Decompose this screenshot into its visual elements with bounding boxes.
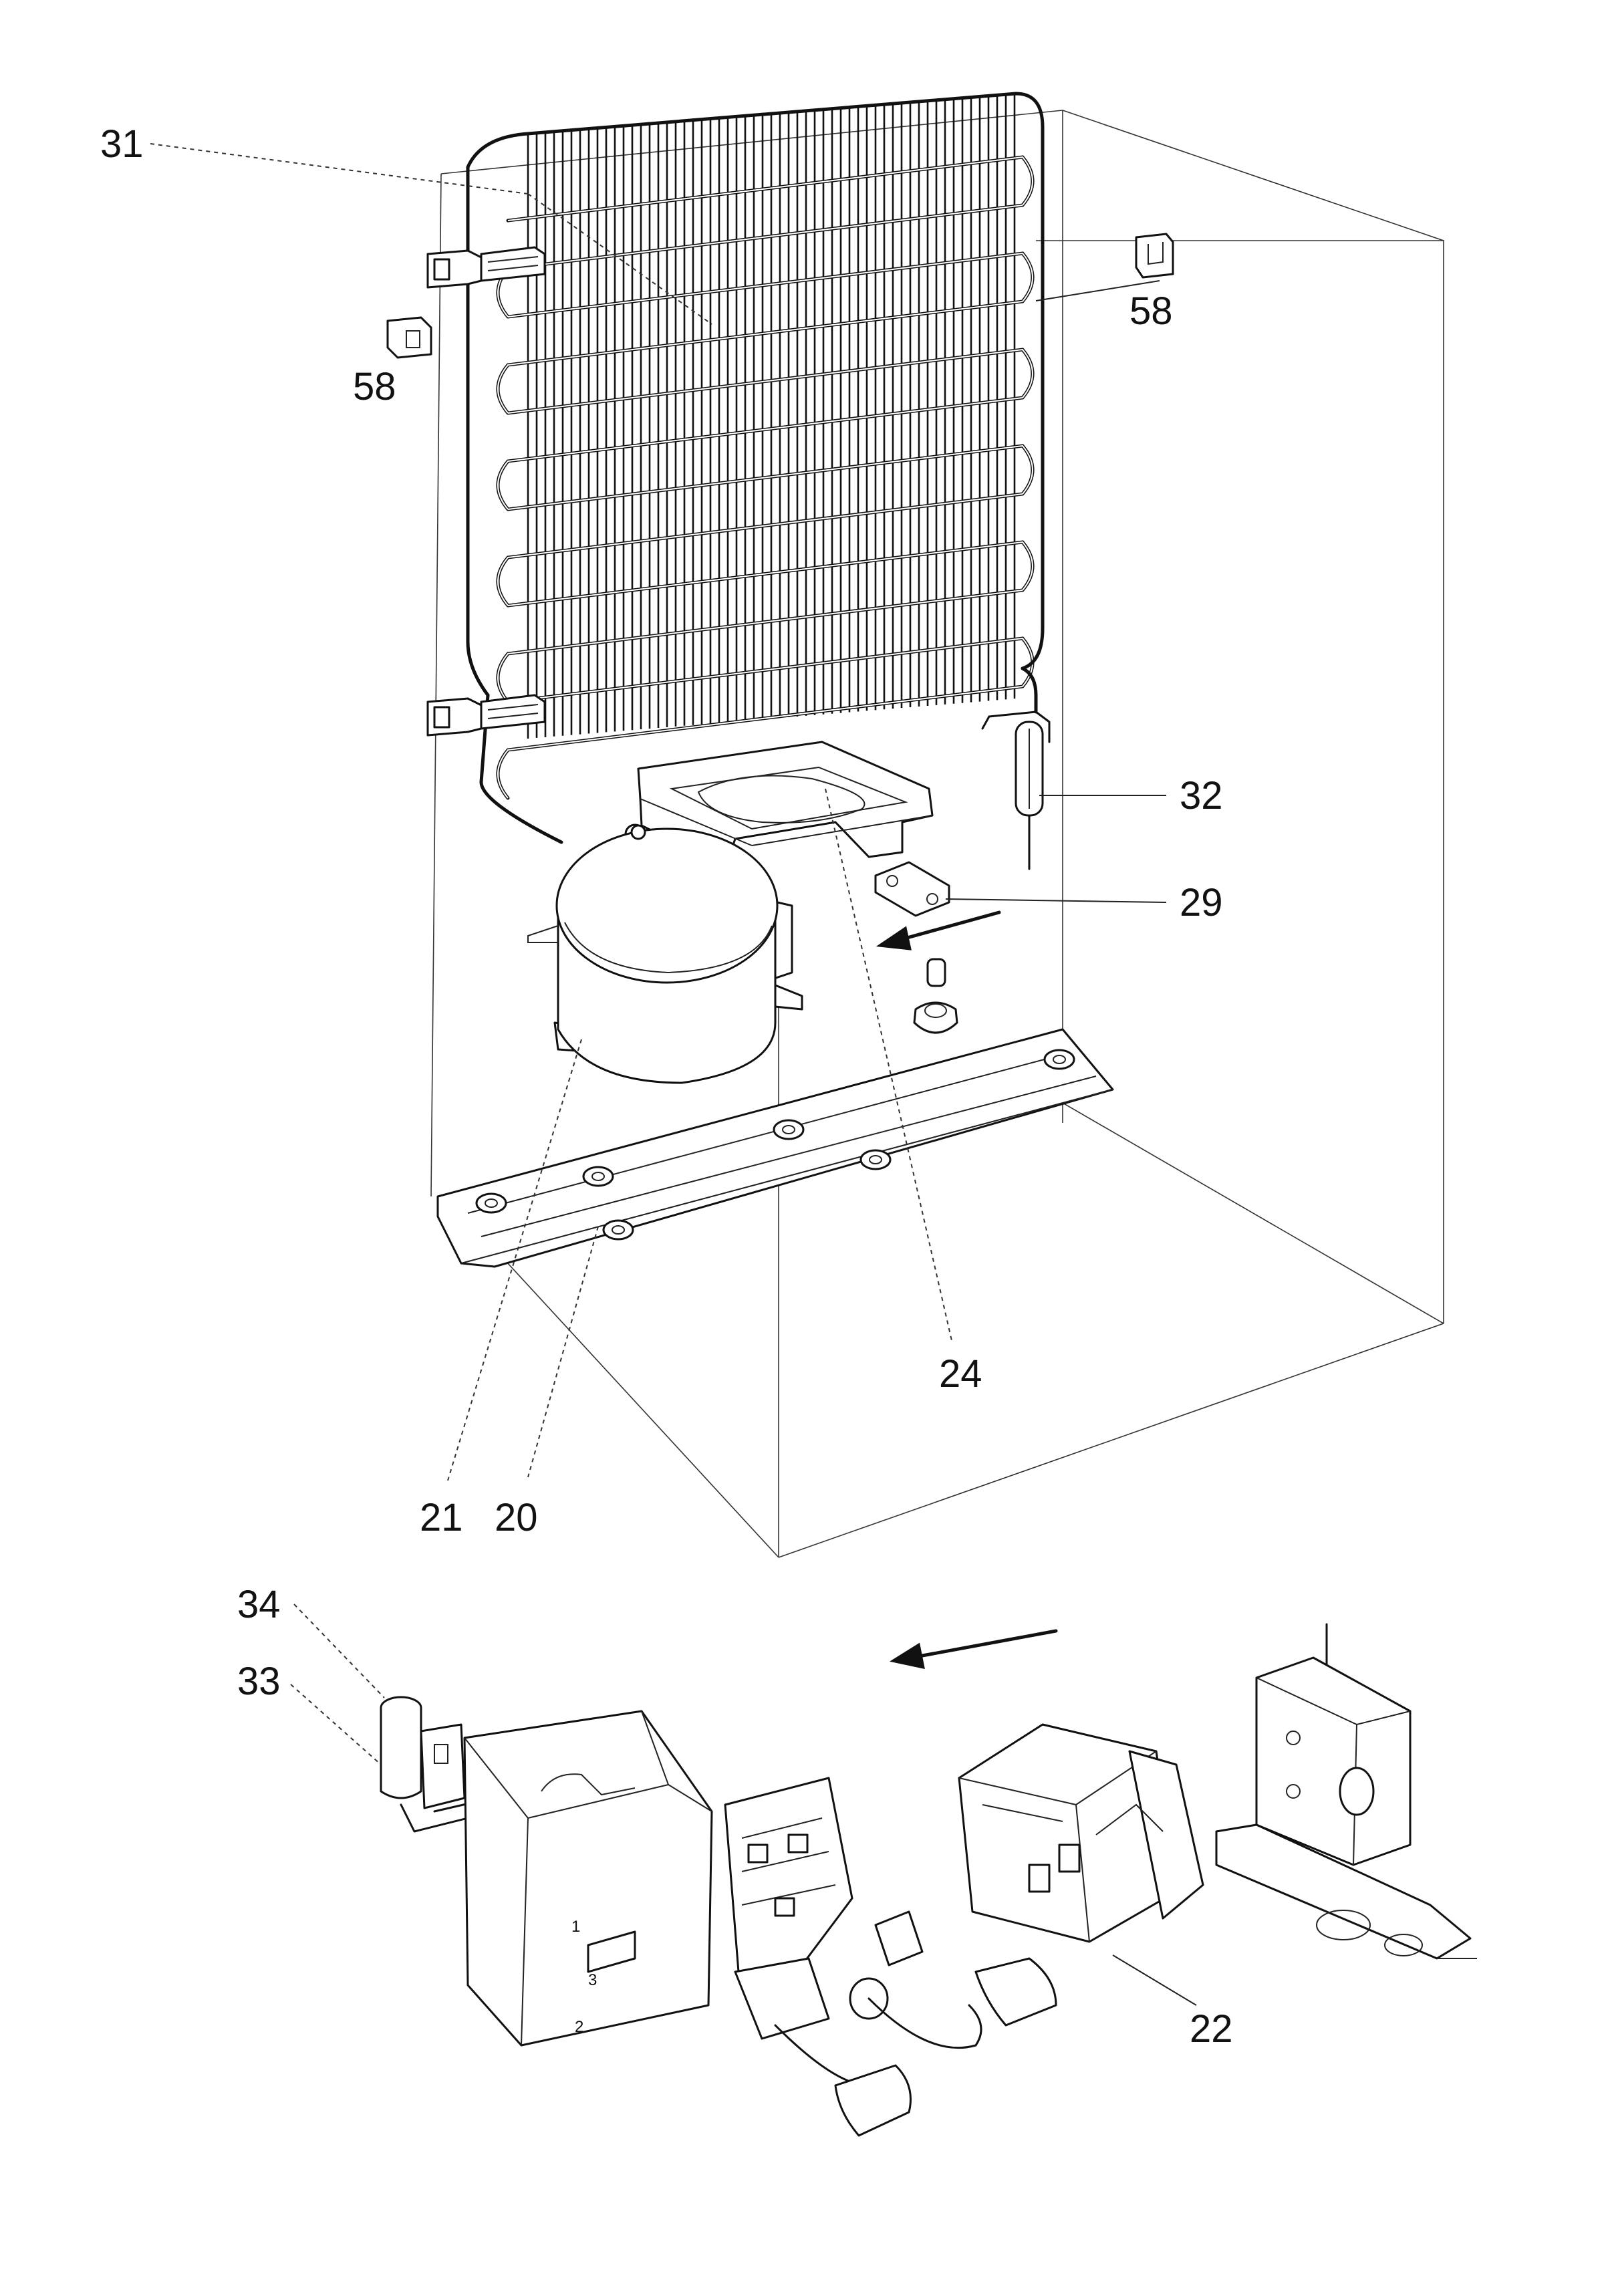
rail-boss-hole [612,1225,625,1235]
callout-29: 29 [1180,881,1223,924]
rail-boss [475,1192,507,1214]
base-rail [436,1028,1114,1268]
rail-boss [773,1119,805,1140]
relay-cover-mark-2: 2 [575,2018,583,2036]
rail-boss [859,1149,892,1170]
relay-cover-mark-1: 1 [571,1918,580,1936]
callout-22: 22 [1190,2007,1233,2051]
leader-lines [150,143,1197,2006]
grommet-small [926,958,946,987]
condenser-coil [466,92,1045,844]
cabinet-outline [430,110,1444,1558]
condenser-tube [496,155,1035,800]
callout-32: 32 [1180,774,1223,817]
callout-labels: 31 58 58 32 29 24 21 20 34 33 22 [100,122,1233,2051]
mounting-plate [874,861,950,917]
control-module [958,1723,1204,1943]
condenser-tube-highlight [497,156,1033,799]
relay-mounting-bracket [1215,1623,1477,1960]
filter-drier [981,711,1051,870]
relay-cover-mark-3: 3 [588,1971,597,1989]
callout-21: 21 [420,1496,463,1539]
callout-20: 20 [495,1496,538,1539]
rail-boss [602,1219,634,1241]
condenser-bracket-top [426,246,546,289]
relay-cover: 1 2 3 [463,1710,713,2047]
starter-relay [724,1777,1057,2137]
callout-31: 31 [100,122,144,166]
compressor [527,824,803,1084]
rubber-foot [913,1001,958,1034]
callout-58-left: 58 [353,365,396,408]
rail-boss-hole [869,1155,882,1164]
callout-34: 34 [237,1583,281,1626]
rail-boss-hole [1053,1055,1066,1064]
rail-boss-hole [485,1198,498,1208]
rail-boss-hole [782,1125,795,1134]
rail-bosses [475,1049,1075,1241]
clip-58-right [1135,233,1174,279]
clip-58-left [386,316,432,359]
callout-24: 24 [939,1352,982,1396]
rail-boss-hole [591,1172,605,1181]
rail-boss [582,1166,614,1187]
arrow-electrical-direction [890,1629,1058,1669]
rail-boss [1043,1049,1075,1070]
callout-58-right: 58 [1129,289,1173,333]
condenser-bracket-bottom [426,694,546,737]
callout-33: 33 [237,1660,281,1703]
arrow-compressor-direction [876,910,1001,950]
